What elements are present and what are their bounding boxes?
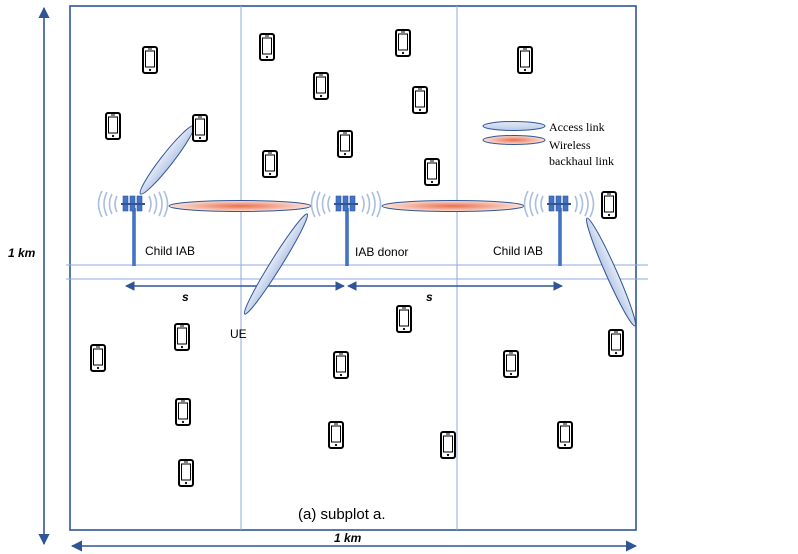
access-link <box>139 125 195 195</box>
phone-icon <box>396 305 412 333</box>
phone-icon <box>557 421 573 449</box>
phone-icon <box>503 350 519 378</box>
child-iab-left-label: Child IAB <box>145 244 195 258</box>
coverage-area-frame <box>69 5 637 531</box>
access-link <box>243 213 309 315</box>
legend-access-link-swatch <box>482 121 546 131</box>
phone-icon <box>192 114 208 142</box>
phone-icon <box>337 130 353 158</box>
phone-icon <box>440 431 456 459</box>
legend: Access link Wireless backhaul link <box>482 120 614 168</box>
wireless-backhaul-link <box>168 200 312 212</box>
phone-icon <box>90 344 106 372</box>
horizontal-scale-label: 1 km <box>334 531 362 545</box>
legend-backhaul-label-line1: Wireless <box>549 138 591 152</box>
legend-backhaul-swatch <box>482 135 546 145</box>
vertical-scale-label: 1 km <box>8 246 36 260</box>
ue-label: UE <box>230 327 247 341</box>
phone-icon <box>424 158 440 186</box>
phone-icon <box>395 29 411 57</box>
phone-icon <box>313 72 329 100</box>
legend-backhaul-label-line2: backhaul link <box>549 154 614 168</box>
child-iab-right-label: Child IAB <box>493 244 543 258</box>
phone-icon <box>608 329 624 357</box>
phone-icon <box>174 323 190 351</box>
phone-icon <box>175 398 191 426</box>
legend-access-link-label: Access link <box>549 120 605 134</box>
phone-icon <box>142 46 158 74</box>
phone-icon <box>412 86 428 114</box>
phone-icon <box>333 351 349 379</box>
spacing-label-left: s <box>182 290 189 304</box>
phone-icon <box>601 191 617 219</box>
wireless-backhaul-link <box>381 200 525 212</box>
phone-icon <box>517 46 533 74</box>
access-link <box>585 217 637 327</box>
phone-icon <box>328 421 344 449</box>
phone-icon <box>262 150 278 178</box>
phone-icon <box>105 112 121 140</box>
caption: (a) subplot a. <box>298 506 386 523</box>
spacing-label-right: s <box>426 290 433 304</box>
iab-donor-label: IAB donor <box>355 245 408 259</box>
phone-icon <box>178 459 194 487</box>
phone-icon <box>259 33 275 61</box>
